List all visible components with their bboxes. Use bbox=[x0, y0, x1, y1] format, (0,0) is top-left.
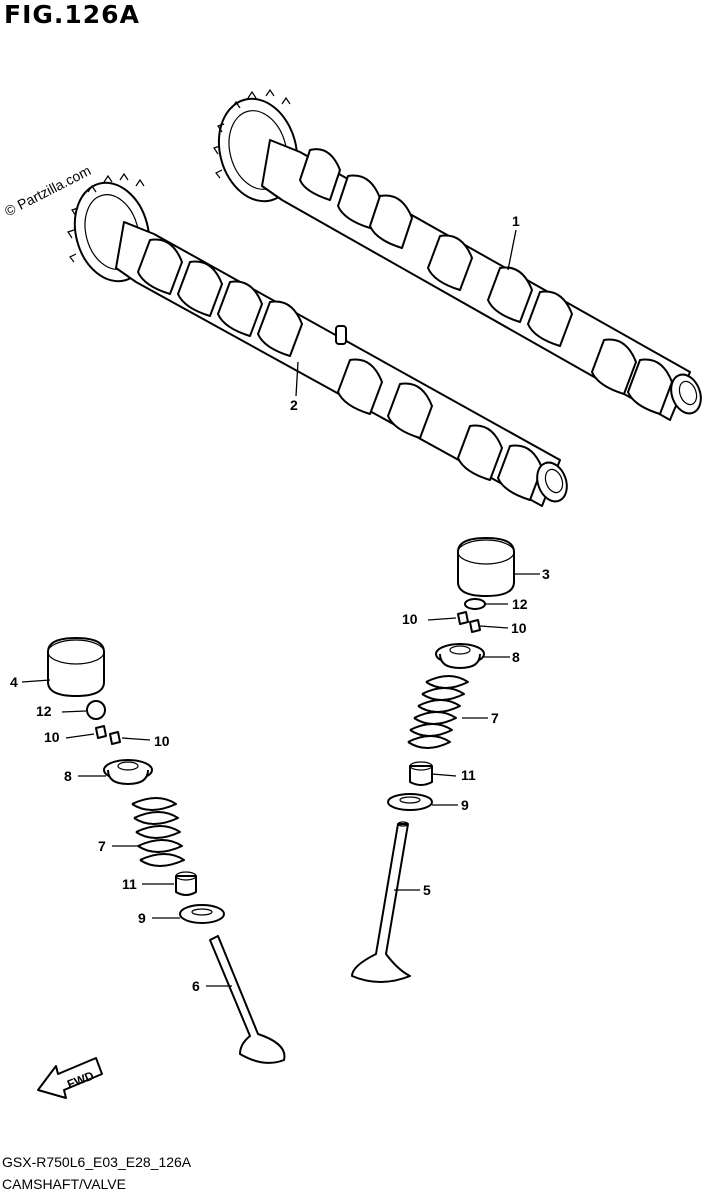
valve-5[interactable] bbox=[351, 821, 411, 983]
figure-title: FIG.126A bbox=[4, 0, 140, 29]
callout-4: 4 bbox=[10, 674, 18, 690]
spring-7-right[interactable] bbox=[407, 675, 469, 749]
seat-9-left[interactable] bbox=[179, 904, 225, 924]
callout-11-left: 11 bbox=[122, 876, 137, 892]
spring-7-left[interactable] bbox=[131, 797, 185, 867]
callout-1: 1 bbox=[512, 213, 520, 229]
tappet-3[interactable] bbox=[457, 537, 515, 597]
callout-9-left: 9 bbox=[138, 910, 146, 926]
callout-12-left: 12 bbox=[36, 703, 52, 719]
callout-10-right-a: 10 bbox=[402, 611, 418, 627]
callout-12-right: 12 bbox=[512, 596, 528, 612]
seat-9-right[interactable] bbox=[387, 793, 433, 811]
diagram-name: CAMSHAFT/VALVE bbox=[2, 1176, 126, 1192]
tappet-4[interactable] bbox=[47, 637, 105, 697]
seal-11-left[interactable] bbox=[175, 871, 197, 896]
callout-8-left: 8 bbox=[64, 768, 72, 784]
cotter-10-right[interactable] bbox=[457, 611, 481, 633]
callout-5: 5 bbox=[423, 882, 431, 898]
callout-8-right: 8 bbox=[512, 649, 520, 665]
callout-9-right: 9 bbox=[461, 797, 469, 813]
diagram-code: GSX-R750L6_E03_E28_126A bbox=[2, 1154, 192, 1170]
callout-6: 6 bbox=[192, 978, 200, 994]
retainer-8-right[interactable] bbox=[435, 643, 485, 669]
retainer-8-left[interactable] bbox=[103, 759, 153, 785]
camshaft-1[interactable] bbox=[208, 88, 705, 421]
shim-12-right[interactable] bbox=[464, 598, 486, 610]
seal-11-right[interactable] bbox=[409, 761, 433, 786]
valve-6[interactable] bbox=[209, 935, 286, 1064]
callout-10-right-b: 10 bbox=[511, 620, 527, 636]
callout-11-right: 11 bbox=[461, 767, 476, 783]
callout-3: 3 bbox=[542, 566, 550, 582]
callout-10-left-b: 10 bbox=[154, 733, 170, 749]
cotter-10-left[interactable] bbox=[95, 725, 121, 745]
camshaft-2[interactable] bbox=[64, 172, 572, 507]
callout-7-left: 7 bbox=[98, 838, 106, 854]
fwd-arrow-icon: FWD bbox=[37, 1057, 103, 1099]
callout-7-right: 7 bbox=[491, 710, 499, 726]
callout-10-left-a: 10 bbox=[44, 729, 60, 745]
callout-2: 2 bbox=[290, 397, 298, 413]
shim-12-left[interactable] bbox=[86, 700, 106, 720]
